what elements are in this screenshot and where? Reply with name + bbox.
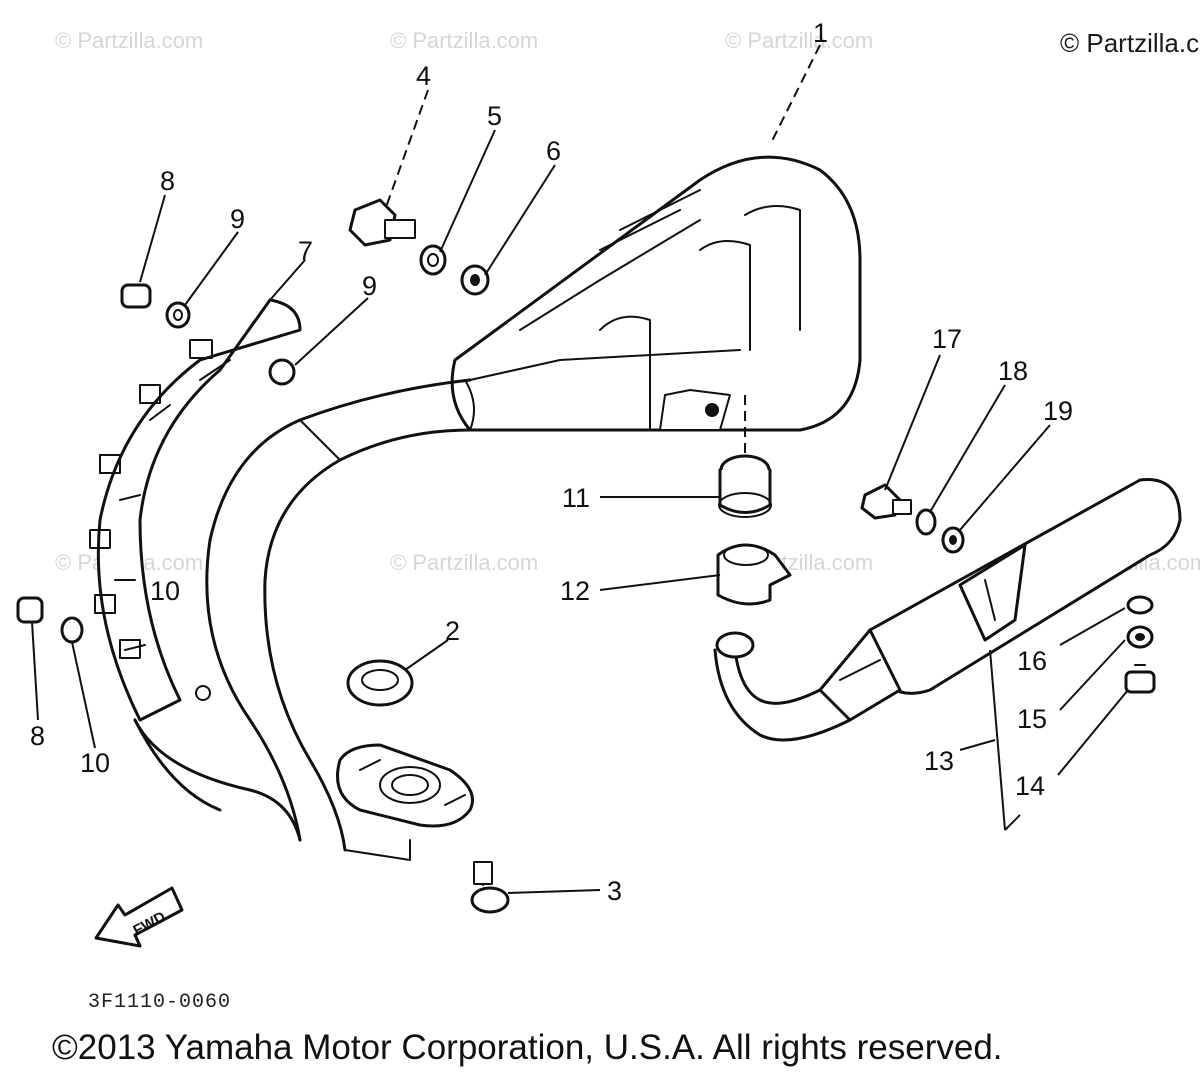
part-number-label: 13 <box>924 746 954 776</box>
bolt-washers-top <box>348 198 490 296</box>
part-number-label: 14 <box>1015 771 1045 801</box>
reference-code: 3F1110-0060 <box>88 991 231 1014</box>
part-number-label: 8 <box>160 166 175 196</box>
gasket <box>346 659 414 707</box>
part-number-label: 15 <box>1017 704 1047 734</box>
part-number-label: 9 <box>230 204 245 234</box>
forward-arrow-icon: FWD <box>94 886 184 948</box>
part-number-label: 6 <box>546 136 561 166</box>
part-number-label: 8 <box>30 721 45 751</box>
nuts-washers-left <box>16 283 296 644</box>
bolt <box>470 861 510 914</box>
watermark-text: © Partzilla.com <box>725 28 873 53</box>
leader-lines <box>31 44 1129 894</box>
heat-protector <box>89 298 302 842</box>
copyright-notice: ©2013 Yamaha Motor Corporation, U.S.A. A… <box>52 1028 1003 1067</box>
grommet-clamp <box>716 454 792 606</box>
part-number-label: 7 <box>298 236 313 266</box>
part-number-label: 2 <box>445 616 460 646</box>
part-number-label: 19 <box>1043 396 1073 426</box>
part-number-label: 11 <box>562 483 590 513</box>
part-number-label: 4 <box>416 61 431 91</box>
watermark-text: © Partzilla.com <box>55 28 203 53</box>
exhaust-pipe-assembly <box>205 155 862 861</box>
bolt-washers-right <box>860 483 1156 694</box>
part-number-label: 18 <box>998 356 1028 386</box>
part-number-label: 9 <box>362 271 377 301</box>
part-number-label: 5 <box>487 101 502 131</box>
watermark-top-right: © Partzilla.c <box>1060 28 1199 58</box>
part-number-label: 17 <box>932 324 962 354</box>
part-number-label: 10 <box>80 748 110 778</box>
part-number-label: 3 <box>607 876 622 906</box>
watermark-text: © Partzilla.com <box>390 550 538 575</box>
silencer <box>713 478 1182 742</box>
part-number-label: 1 <box>813 18 828 48</box>
part-number-label: 16 <box>1017 646 1047 676</box>
part-number-label: 10 <box>150 576 180 606</box>
part-number-label: 12 <box>560 576 590 606</box>
watermark-text: © Partzilla.com <box>390 28 538 53</box>
part-number-labels: 1 2 3 4 5 6 7 8 9 9 10 10 11 12 13 14 15… <box>30 18 1073 906</box>
